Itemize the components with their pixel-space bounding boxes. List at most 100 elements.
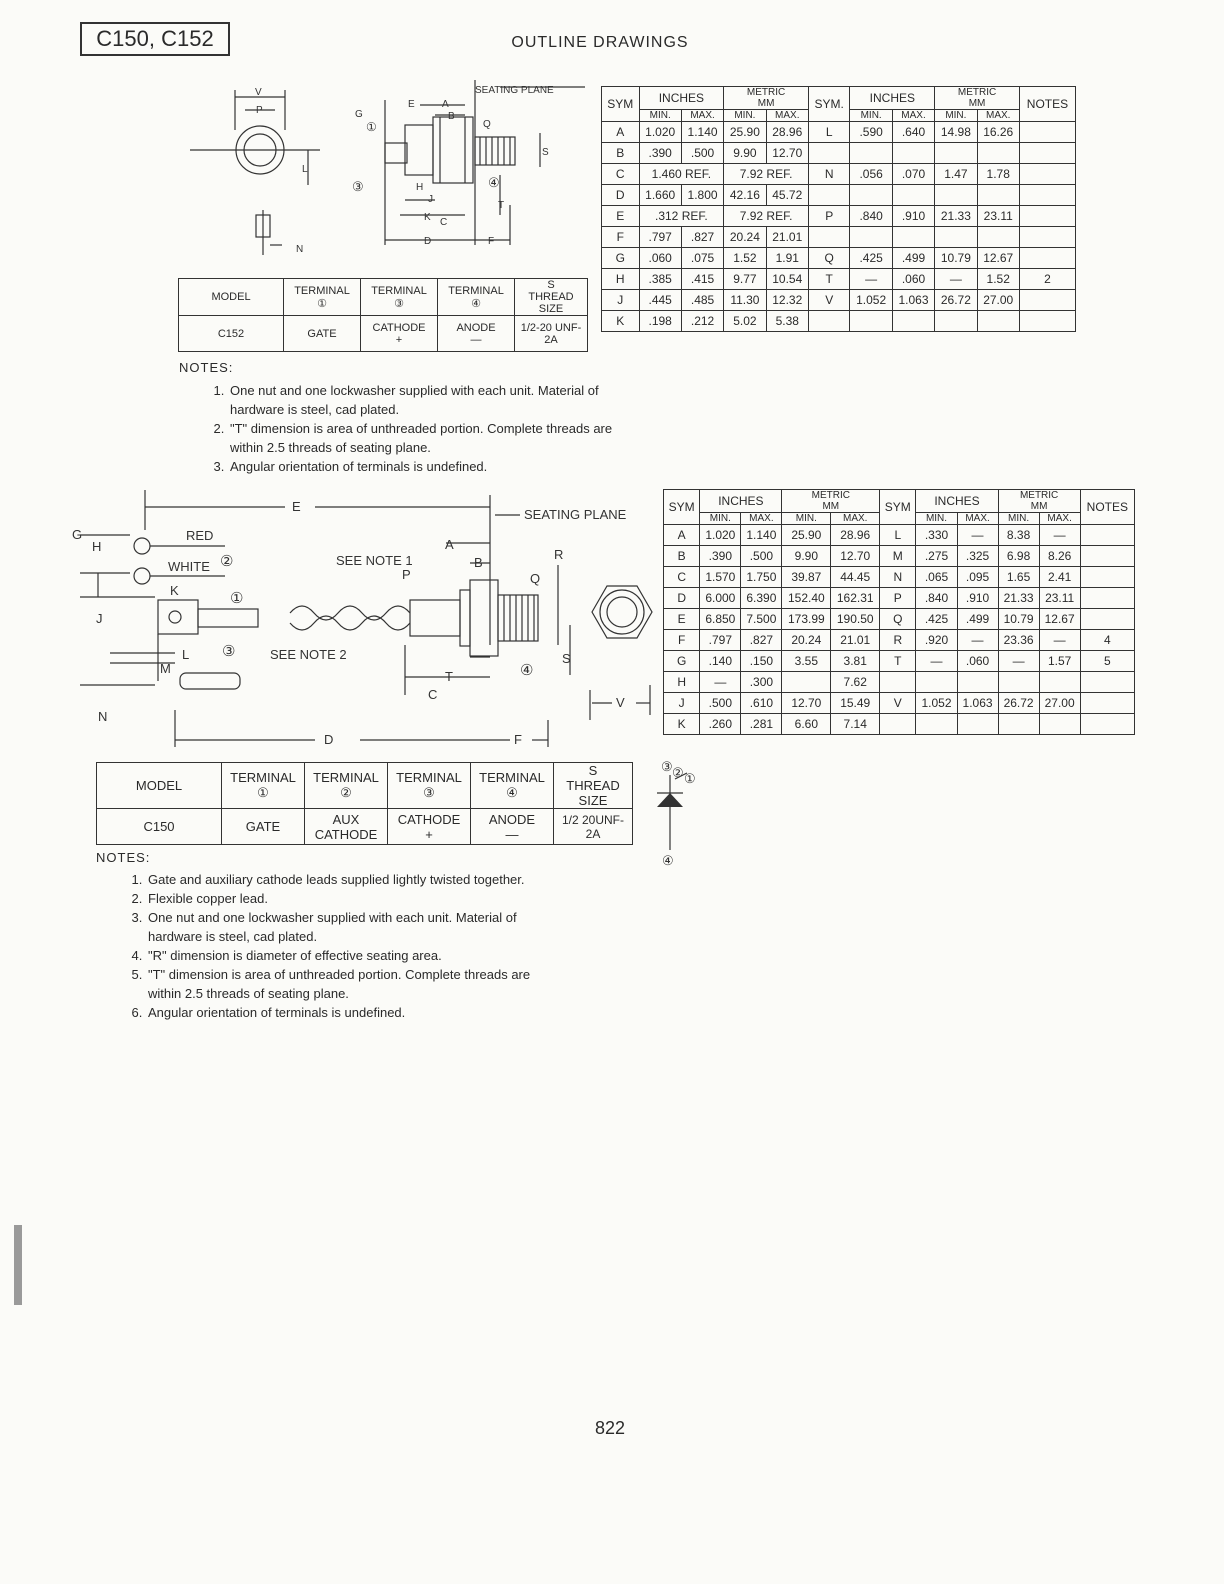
dim-cell: 1.570 [699, 566, 742, 588]
dim-header-max-5: MAX. [956, 512, 999, 525]
dim-cell: 26.72 [934, 289, 978, 311]
dim-cell [976, 142, 1020, 164]
dim-cell: 21.33 [997, 587, 1040, 609]
dim-cell: .500 [680, 142, 725, 164]
dim-cell [915, 671, 958, 693]
dim-cell: .499 [891, 247, 936, 269]
dim-cell: 7.92 REF. [723, 205, 809, 227]
dim-cell: 6.850 [699, 608, 742, 630]
dim-cell [879, 671, 917, 693]
dim-cell: .920 [915, 629, 958, 651]
dim-cell: — [1038, 629, 1081, 651]
dim-cell [849, 226, 893, 248]
dim-cell [1079, 545, 1136, 567]
dim-cell: 12.67 [1038, 608, 1081, 630]
c150-term-aux: AUX [332, 811, 360, 827]
c150-term-header-2: TERMINAL [313, 770, 379, 785]
dim-cell [807, 184, 851, 206]
dim-cell [1018, 205, 1077, 227]
dim-cell: — [956, 524, 999, 546]
dim-cell: G [601, 247, 640, 269]
dim-cell: 9.77 [723, 268, 767, 290]
dim-cell: .095 [956, 566, 999, 588]
dim-cell [934, 226, 978, 248]
dim-cell: 1.460 REF. [638, 163, 725, 185]
dim-cell: .385 [638, 268, 682, 290]
dim-cell: 27.00 [976, 289, 1020, 311]
dim-cell: 10.54 [765, 268, 809, 290]
dim-header-max-5: MAX. [891, 109, 936, 122]
dim-cell: .797 [638, 226, 682, 248]
dim-header-mm-label: MM [757, 98, 775, 109]
term-header-model: MODEL [178, 278, 284, 316]
dim-cell [934, 184, 978, 206]
dim-header-metric-label: METRIC [1019, 490, 1059, 501]
dim-cell: F [601, 226, 640, 248]
page-title: OUTLINE DRAWINGS [511, 34, 689, 51]
term-model: C152 [178, 315, 284, 352]
dim-header-min-6: MIN. [997, 512, 1040, 525]
dim-cell: .150 [740, 650, 783, 672]
dim-cell: 28.96 [830, 524, 881, 546]
dim-cell [1018, 142, 1077, 164]
dim-cell: 1.052 [915, 692, 958, 714]
dim-cell [1018, 310, 1077, 332]
dim-cell: R [879, 629, 917, 651]
dim-cell: E [601, 205, 640, 227]
c150-notes-title: NOTES: [96, 850, 151, 865]
dim-cell: 12.70 [830, 545, 881, 567]
note-item: "T" dimension is area of unthreaded port… [146, 965, 556, 1003]
c150-label-white: WHITE [168, 559, 210, 574]
dim-cell [1079, 692, 1136, 714]
dim-cell: .300 [740, 671, 783, 693]
dim-cell: 7.92 REF. [723, 163, 809, 185]
dim-cell: 162.31 [830, 587, 881, 609]
dim-header-notes: NOTES [1018, 86, 1077, 122]
c150-term-aux-cathode: CATHODE [314, 826, 378, 842]
dim-cell: — [934, 268, 978, 290]
dim-cell: .415 [680, 268, 725, 290]
c152-label-b: B [448, 111, 455, 122]
dim-cell: 1.57 [1038, 650, 1081, 672]
scan-margin-mark [14, 1225, 22, 1305]
c150-label-n: N [98, 709, 107, 724]
c150-terminal-2-marker: ② [220, 553, 233, 570]
note-item: Angular orientation of terminals is unde… [146, 1003, 556, 1022]
dim-cell: 44.45 [830, 566, 881, 588]
dim-cell: .425 [849, 247, 893, 269]
dim-cell: F [662, 629, 701, 651]
dim-cell: 1.020 [699, 524, 742, 546]
dim-cell [976, 310, 1020, 332]
dim-cell [1079, 524, 1136, 546]
dim-cell: .312 REF. [638, 205, 725, 227]
dim-cell: .275 [915, 545, 958, 567]
dim-cell [934, 142, 978, 164]
c150-outline-drawing: E SEATING PLANE G H RED WHITE K J L M N … [72, 490, 653, 747]
dim-cell: 12.67 [976, 247, 1020, 269]
c150-seating-plane-label: SEATING PLANE [524, 507, 627, 522]
dim-cell: C [662, 566, 701, 588]
dim-cell: 4 [1079, 629, 1136, 651]
dim-cell [976, 226, 1020, 248]
dim-cell: .198 [638, 310, 682, 332]
c152-label-s: S [542, 147, 549, 158]
note-item: "R" dimension is diameter of effective s… [146, 946, 556, 965]
dim-cell: 26.72 [997, 692, 1040, 714]
dim-cell: 1.052 [849, 289, 893, 311]
dim-cell: .500 [740, 545, 783, 567]
dim-cell: — [956, 629, 999, 651]
dim-cell: 2 [1018, 268, 1077, 290]
dim-header-mm-label: MM [968, 98, 986, 109]
c150-term-model: C150 [96, 808, 222, 845]
dim-header-notes: NOTES [1079, 489, 1136, 525]
c152-label-q: Q [483, 119, 491, 130]
scr-diode-triangle [657, 793, 683, 807]
note-item: "T" dimension is area of unthreaded port… [228, 419, 638, 457]
dim-cell: .330 [915, 524, 958, 546]
c150-label-c: C [428, 687, 437, 702]
c152-terminal-4-marker: ④ [488, 175, 500, 190]
dim-cell [781, 671, 832, 693]
